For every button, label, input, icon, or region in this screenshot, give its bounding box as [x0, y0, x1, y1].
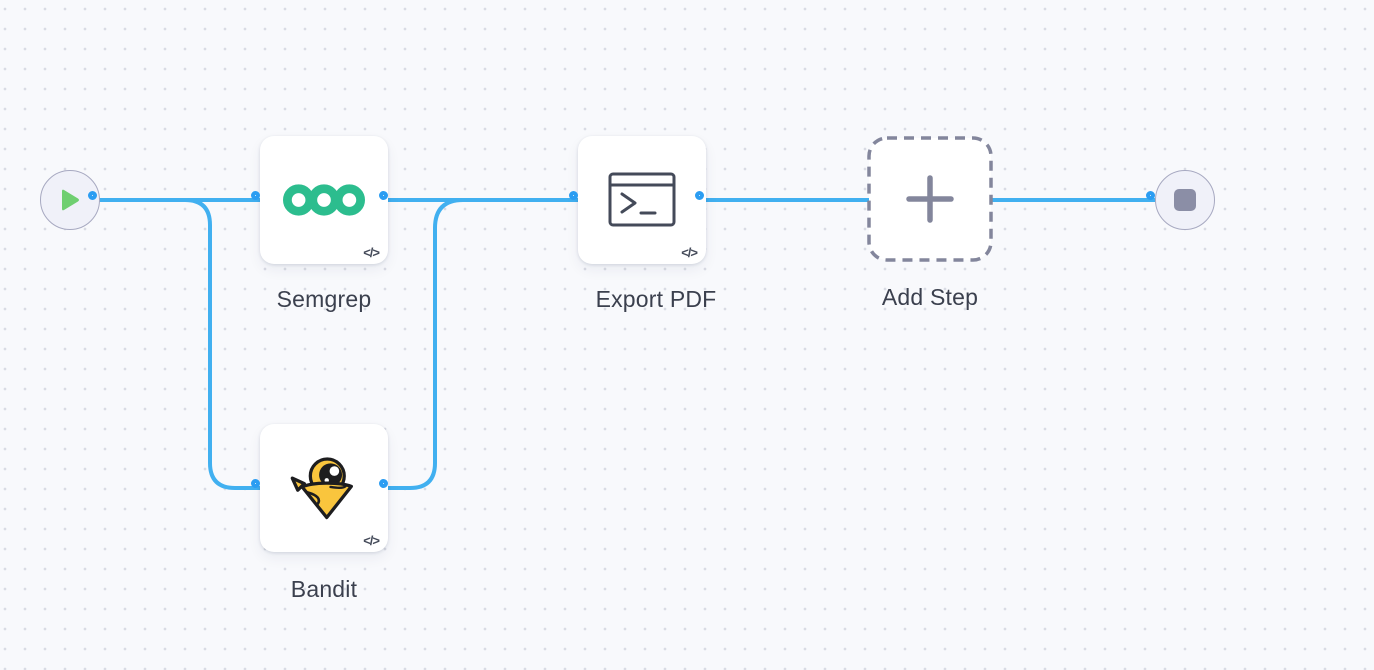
node-label-semgrep: Semgrep — [276, 286, 372, 312]
connector-export-in[interactable] — [569, 191, 578, 200]
code-badge-icon: </> — [363, 533, 380, 548]
code-badge-icon: </> — [363, 245, 380, 260]
code-badge-icon: </> — [681, 245, 698, 260]
edge-bandit-export[interactable] — [388, 198, 578, 490]
connector-bandit-out[interactable] — [379, 479, 388, 488]
add-step-button[interactable] — [867, 136, 993, 262]
stop-icon — [1174, 189, 1196, 211]
connector-end-in[interactable] — [1146, 191, 1155, 200]
end-node[interactable] — [1155, 170, 1215, 230]
node-bandit[interactable]: </> — [260, 424, 388, 552]
add-step-dashed-box — [867, 136, 993, 262]
terminal-icon — [608, 172, 676, 227]
connector-export-out[interactable] — [695, 191, 704, 200]
node-label-add-step: Add Step — [881, 284, 979, 310]
connector-start-out[interactable] — [88, 191, 97, 200]
connector-semgrep-out[interactable] — [379, 191, 388, 200]
node-label-export-pdf: Export PDF — [595, 286, 717, 312]
node-semgrep[interactable]: </> — [260, 136, 388, 264]
connector-bandit-in[interactable] — [251, 479, 260, 488]
start-node[interactable] — [40, 170, 100, 230]
node-export-pdf[interactable]: </> — [578, 136, 706, 264]
node-label-bandit: Bandit — [290, 576, 358, 602]
plus-icon — [906, 175, 954, 223]
play-icon — [62, 189, 79, 211]
semgrep-logo-icon — [283, 184, 365, 216]
edge-start-bandit[interactable] — [97, 198, 260, 490]
bandit-logo-icon — [290, 457, 353, 520]
connector-semgrep-in[interactable] — [251, 191, 260, 200]
